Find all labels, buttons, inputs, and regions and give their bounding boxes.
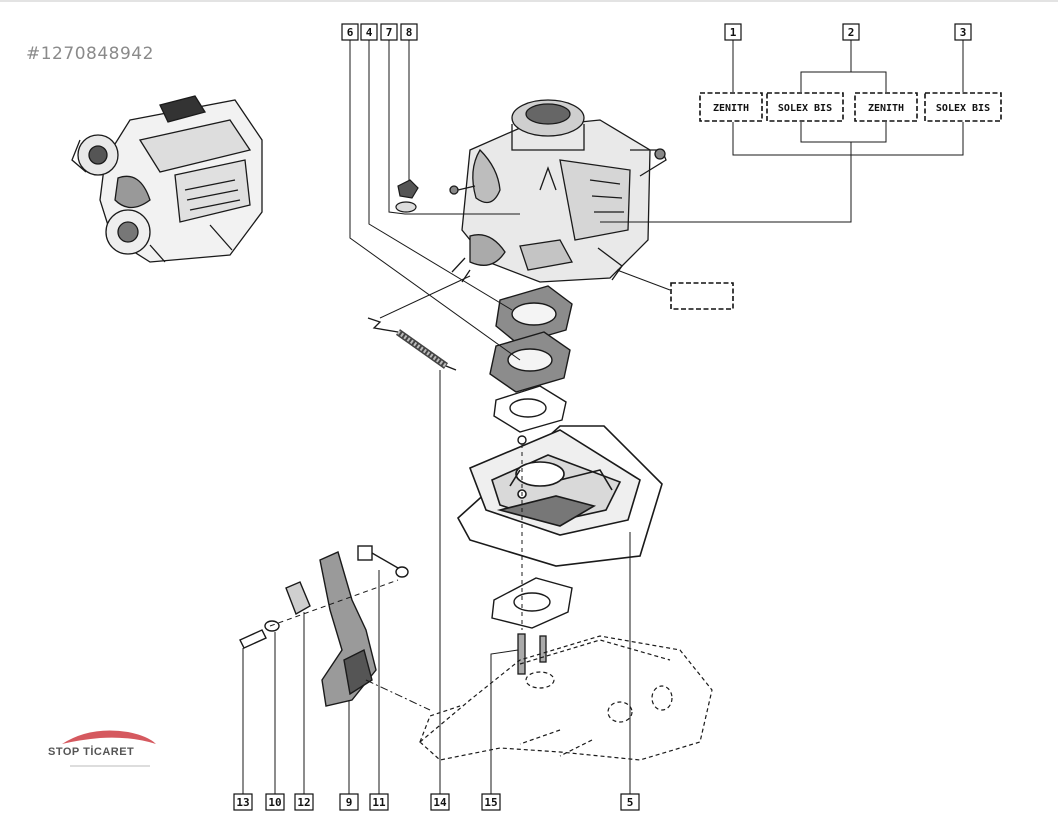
variant-number: 3 — [960, 26, 967, 39]
lower-gasket — [491, 577, 573, 629]
callout-number: 5 — [627, 796, 634, 809]
callout-number: 9 — [346, 796, 353, 809]
nut-part — [395, 179, 419, 213]
variant-boxes: ZENITH SOLEX BIS ZENITH SOLEX BIS — [670, 92, 1002, 310]
variant-label: SOLEX BIS — [778, 103, 832, 114]
callout-number: 8 — [406, 26, 413, 39]
return-spring — [367, 317, 457, 371]
variant-number: 1 — [730, 26, 737, 39]
callout-number: 10 — [268, 796, 281, 809]
variant-label: SOLEX BIS — [936, 103, 990, 114]
callout-boxes: 6 4 7 8 1 2 3 13 10 12 9 11 14 15 5 — [233, 23, 972, 811]
variant-label: ZENITH — [868, 103, 904, 114]
logo-text: STOP TİCARET — [48, 746, 135, 758]
variant-number: 2 — [848, 26, 855, 39]
callout-number: 12 — [297, 796, 310, 809]
base-plate — [456, 425, 663, 567]
studs — [517, 633, 547, 675]
callout-number: 13 — [236, 796, 249, 809]
throttle-linkage — [239, 545, 409, 707]
carburetor — [449, 99, 667, 283]
callout-number: 11 — [372, 796, 386, 809]
callout-number: 4 — [366, 26, 373, 39]
callout-number: 14 — [433, 796, 447, 809]
leader-lines — [242, 40, 964, 794]
catalog-id: #1270848942 — [26, 44, 154, 64]
logo-mark — [62, 730, 156, 767]
engine-thumbnail — [71, 95, 263, 263]
callout-number: 7 — [386, 26, 393, 39]
gasket-stack — [489, 285, 573, 445]
empty-variant-box — [670, 282, 734, 310]
callout-number: 15 — [484, 796, 497, 809]
callout-number: 6 — [347, 26, 354, 39]
variant-label: ZENITH — [713, 103, 749, 114]
intake-manifold-outline — [419, 635, 713, 761]
